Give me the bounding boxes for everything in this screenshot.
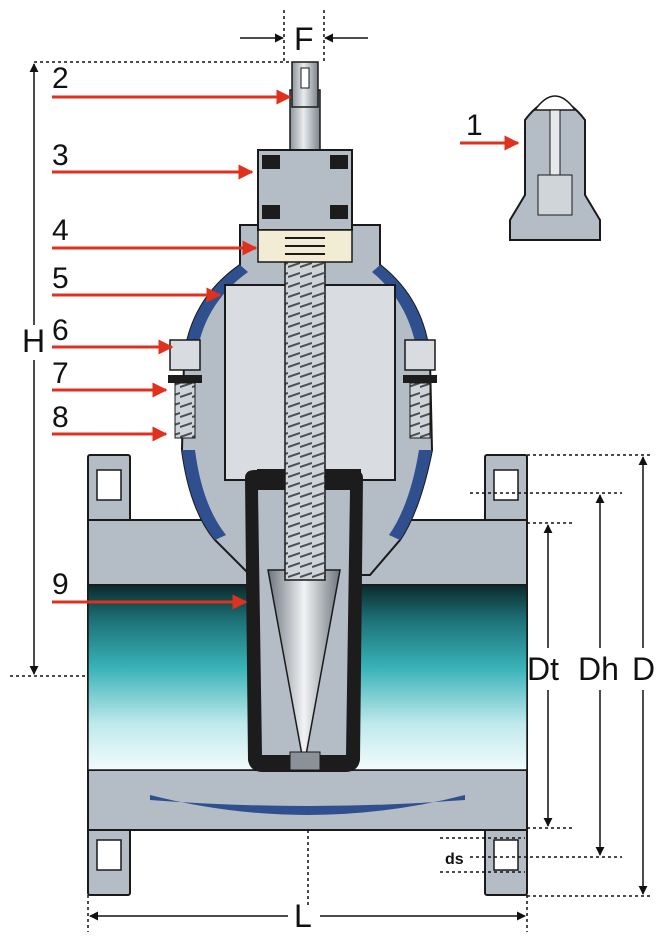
callout-label-9: 9 [52, 568, 69, 601]
bonnet-bolt-right [403, 339, 437, 439]
callout-label-4: 4 [52, 214, 69, 247]
dim-label-L: L [294, 898, 312, 934]
o-ring [262, 155, 280, 169]
callout-label-6: 6 [52, 314, 69, 347]
dimension-lines [10, 10, 652, 932]
callout-label-7: 7 [52, 357, 69, 390]
o-ring [262, 205, 280, 219]
dim-label-Dt: Dt [527, 651, 559, 687]
callout-label-1: 1 [466, 109, 483, 142]
o-ring [330, 205, 348, 219]
callout-arrows [52, 89, 520, 610]
dim-label-H: H [22, 323, 45, 359]
dim-label-Dh: Dh [578, 651, 619, 687]
bonnet-bolt-left [168, 339, 202, 439]
wedge-guide [289, 751, 321, 771]
body-coating-right [389, 450, 432, 540]
callout-label-2: 2 [52, 62, 69, 95]
callout-label-8: 8 [52, 401, 69, 434]
dim-label-ds: ds [445, 851, 464, 868]
callout-label-3: 3 [52, 139, 69, 172]
bonnet-coating-right [372, 265, 430, 360]
o-ring [330, 155, 348, 169]
dim-label-F: F [294, 21, 314, 57]
inset-cap-detail [509, 95, 601, 241]
bonnet-coating-left [184, 265, 248, 360]
stem-thread [284, 249, 326, 581]
flange-bolt-hole [96, 469, 122, 501]
dimension-labels: F H Dt Dh D ds L [22, 21, 655, 934]
dim-label-D: D [632, 651, 655, 687]
body-coating-left [182, 450, 226, 540]
flange-bolt-hole [96, 839, 122, 871]
callout-label-5: 5 [52, 262, 69, 295]
flange-bolt-hole [493, 839, 519, 871]
flange-bolt-hole [493, 469, 519, 501]
stem-slot [300, 67, 310, 89]
callout-labels: 1 2 3 4 5 6 7 8 9 [52, 62, 483, 601]
bottom-coating [150, 795, 465, 815]
